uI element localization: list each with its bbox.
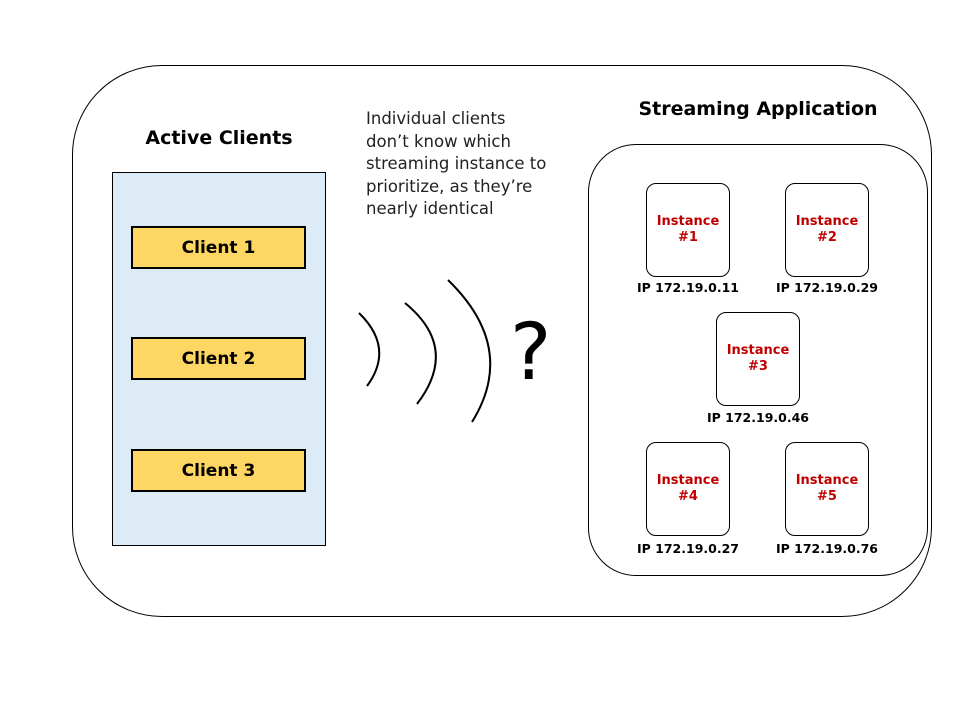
client-1-box[interactable]: Client 1 [131,226,306,269]
wave-arc-small [358,312,381,387]
instance-3-box[interactable]: Instance #3 [716,312,800,406]
wave-arc-medium [404,302,437,405]
instance-3-ip: IP 172.19.0.46 [707,410,809,425]
question-mark-icon: ? [510,308,552,398]
instance-2-label: Instance [795,214,859,229]
prioritization-note: Individual clients don’t know which stre… [366,108,586,221]
note-line-2: don’t know which [366,131,511,151]
instance-5-number: #5 [817,489,837,504]
system-frame [72,65,932,617]
note-line-3: streaming instance to [366,154,547,173]
instance-5-ip: IP 172.19.0.76 [776,541,878,556]
instance-2-ip: IP 172.19.0.29 [776,280,878,295]
instance-1-box[interactable]: Instance #1 [646,183,730,277]
instance-4-number: #4 [678,489,698,504]
instance-2-number: #2 [817,230,837,245]
instance-1-ip: IP 172.19.0.11 [637,280,739,295]
client-3-box[interactable]: Client 3 [131,449,306,492]
note-line-1: Individual clients [366,109,506,128]
instance-5-label: Instance [795,473,859,488]
streaming-application-title: Streaming Application [638,98,878,120]
instance-5-box[interactable]: Instance #5 [785,442,869,536]
note-line-5: nearly identical [366,199,494,218]
instance-4-label: Instance [656,473,720,488]
instance-3-number: #3 [748,359,768,374]
instance-1-number: #1 [678,230,698,245]
instance-4-ip: IP 172.19.0.27 [637,541,739,556]
wave-arc-large [447,279,492,423]
instance-1-label: Instance [656,214,720,229]
client-2-box[interactable]: Client 2 [131,337,306,380]
streaming-application-frame [588,144,928,576]
active-clients-title: Active Clients [145,127,293,149]
note-line-4: prioritize, as they’re [366,176,533,196]
instance-3-label: Instance [726,343,790,358]
signal-waves-icon [358,279,492,423]
instance-2-box[interactable]: Instance #2 [785,183,869,277]
instance-4-box[interactable]: Instance #4 [646,442,730,536]
